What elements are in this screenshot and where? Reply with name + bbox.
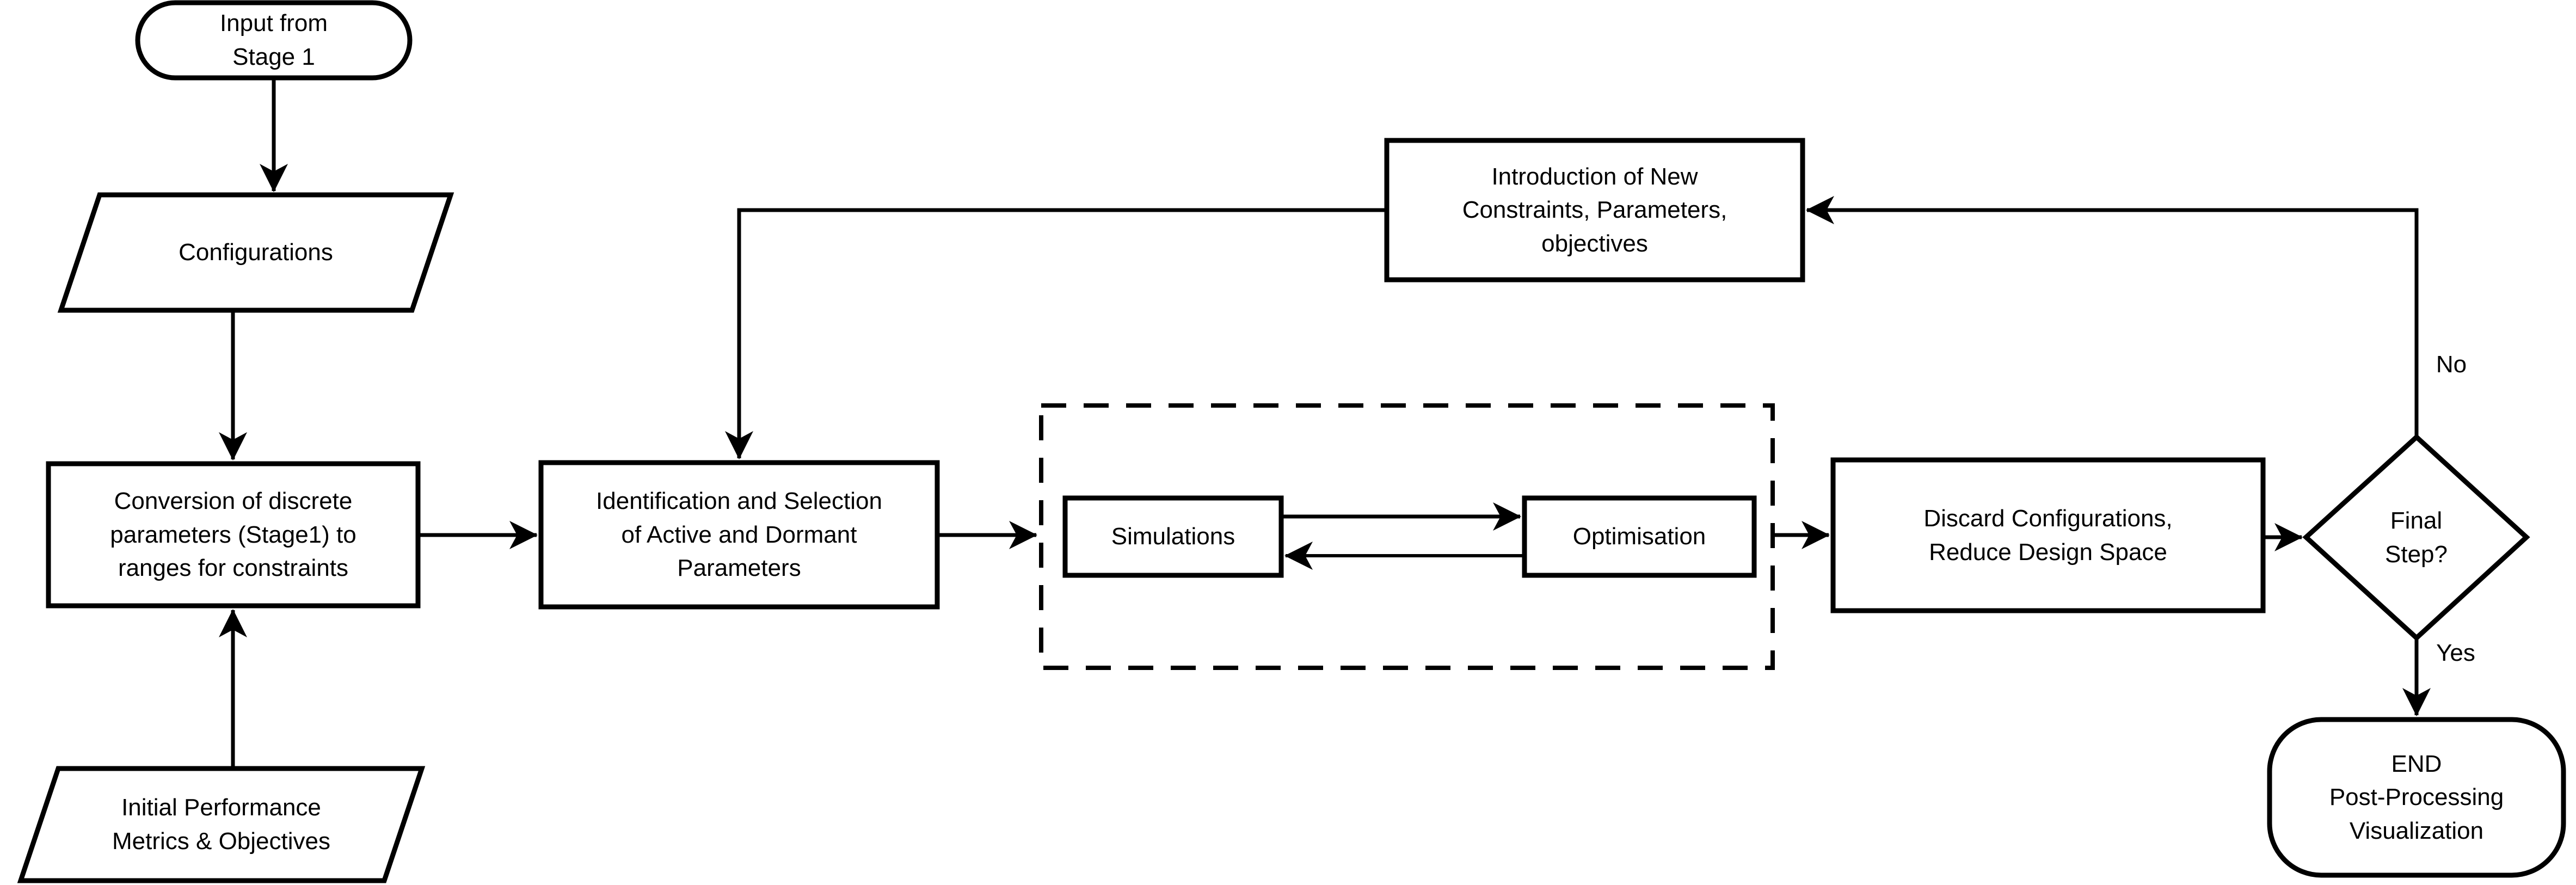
simulations-node-shape (1062, 495, 1284, 578)
initial-metrics-node-shape (17, 766, 426, 883)
conversion-node-shape (46, 461, 421, 609)
identification-node-shape (538, 460, 940, 610)
end-node-shape (2267, 717, 2566, 878)
start-node-shape (135, 0, 413, 81)
discard-node-shape (1830, 457, 2266, 613)
final-step-diamond-shape (2302, 433, 2530, 642)
introduction-node-shape (1384, 138, 1805, 282)
optimisation-node-shape (1522, 495, 1757, 578)
configurations-node-shape (57, 192, 454, 313)
edge-introduction-to-identification (725, 208, 1387, 459)
edge-final-step-no-to-introduction (1806, 196, 2419, 437)
